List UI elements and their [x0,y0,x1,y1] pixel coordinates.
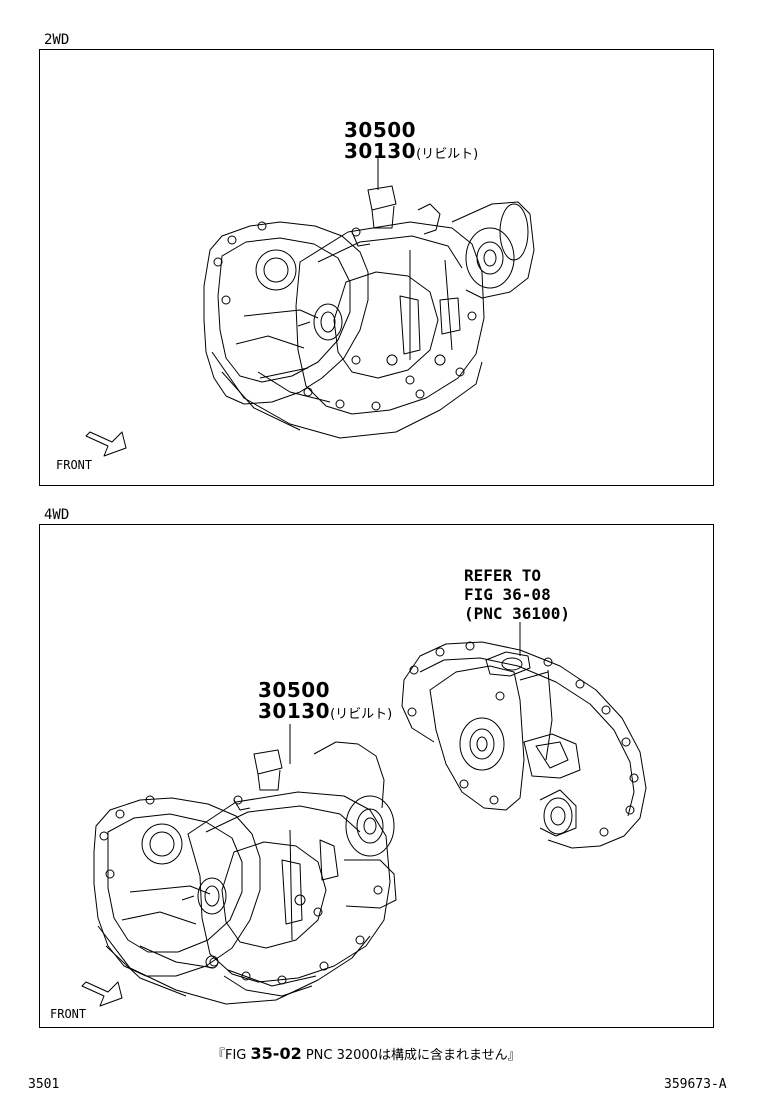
rebuilt-part-number-text: 30130 [258,699,331,723]
transmission-2wd-drawing [204,158,534,438]
refer-to-note: REFER TO FIG 36-08 (PNC 36100) [464,566,570,623]
front-label-4wd: FRONT [50,1007,87,1021]
refer-line-3: (PNC 36100) [464,604,570,623]
illustration-id: 359673-A [664,1077,727,1092]
panel-2wd [39,49,714,486]
front-arrow-icon [82,982,122,1006]
front-arrow-icon [86,432,126,456]
page-code: 3501 [28,1077,60,1092]
rebuilt-note: (リビルト) [416,147,479,162]
panel-4wd [39,524,714,1028]
footnote-fig-number: 35-02 [250,1044,302,1063]
part-number-30500-2wd: 30500 30130(リビルト) [344,120,478,165]
refer-line-1: REFER TO [464,566,542,585]
part-number-30500-4wd: 30500 30130(リビルト) [258,680,392,725]
part-number-text: 30500 [258,678,331,702]
footnote-rest: PNC 32000は構成に含まれません』 [301,1048,521,1063]
section-label-4wd: 4WD [44,507,70,523]
front-label-2wd: FRONT [56,458,93,472]
refer-line-2: FIG 36-08 [464,585,551,604]
transmission-4wd-drawing [94,724,396,1004]
transfer-case-drawing [402,622,646,848]
footnote: 『FIG 35-02 PNC 32000は構成に含まれません』 [212,1044,521,1063]
rebuilt-part-number-text: 30130 [344,139,417,163]
footnote-open: 『FIG [212,1048,251,1063]
section-label-2wd: 2WD [44,32,70,48]
part-number-text: 30500 [344,118,417,142]
rebuilt-note: (リビルト) [330,707,393,722]
